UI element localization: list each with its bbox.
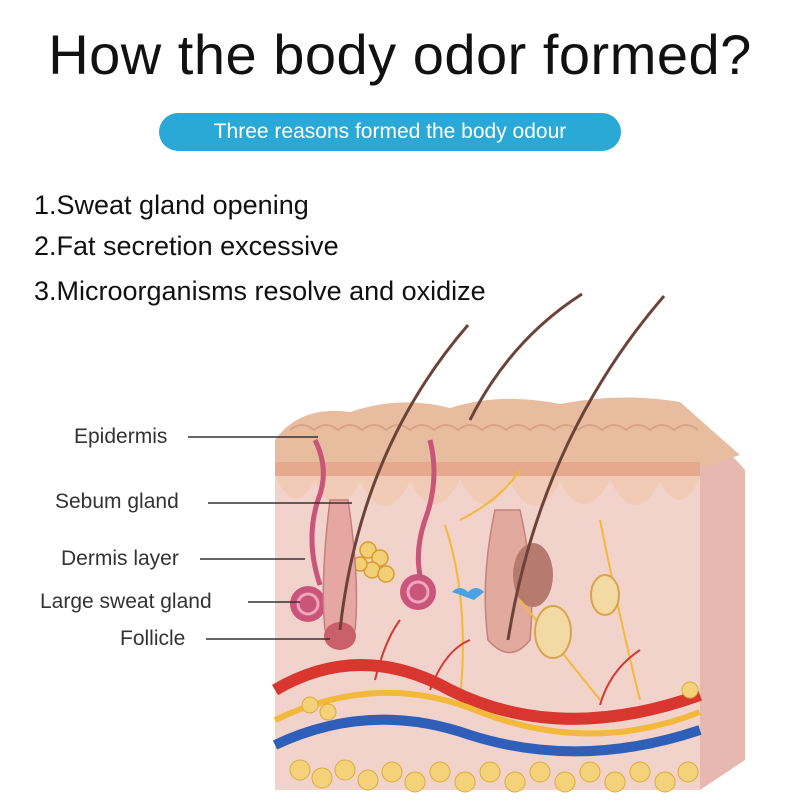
reason-item-3: 3.Microorganisms resolve and oxidize (34, 276, 486, 306)
reason-item-2: 2.Fat secretion excessive (34, 231, 339, 261)
page-title: How the body odor formed? (48, 23, 752, 86)
hair-strand-2 (468, 292, 583, 421)
sebum-gland-cluster (352, 541, 395, 583)
label-follicle: Follicle (120, 627, 186, 650)
epidermis-surface (275, 397, 740, 468)
label-dermis-layer: Dermis layer (61, 547, 179, 570)
reason-item-1: 1.Sweat gland opening (34, 190, 309, 220)
subtitle-badge: Three reasons formed the body odour (159, 113, 621, 151)
sweat-gland-coil-left (290, 438, 326, 622)
hair-strand-1 (338, 324, 470, 631)
pacinian-corpuscle (534, 605, 572, 659)
fat-cells (289, 681, 699, 793)
epidermis-bumps (289, 424, 699, 432)
epidermis-band (275, 462, 700, 476)
capillary-red (374, 619, 641, 706)
meissner-corpuscle (590, 574, 620, 616)
vein-vessel-blue (272, 714, 702, 757)
skin-block-side (700, 420, 745, 790)
sweat-gland-coil-middle (400, 439, 437, 610)
artery-vessel (271, 659, 703, 725)
nerve-band-yellow (273, 689, 702, 737)
hair-strand-3 (506, 295, 666, 641)
blue-receptor (452, 588, 484, 600)
label-large-sweat-gland: Large sweat gland (40, 590, 212, 613)
epidermis-wavy-base (275, 476, 700, 506)
label-sebum-gland: Sebum gland (55, 490, 179, 513)
label-epidermis: Epidermis (74, 425, 168, 448)
